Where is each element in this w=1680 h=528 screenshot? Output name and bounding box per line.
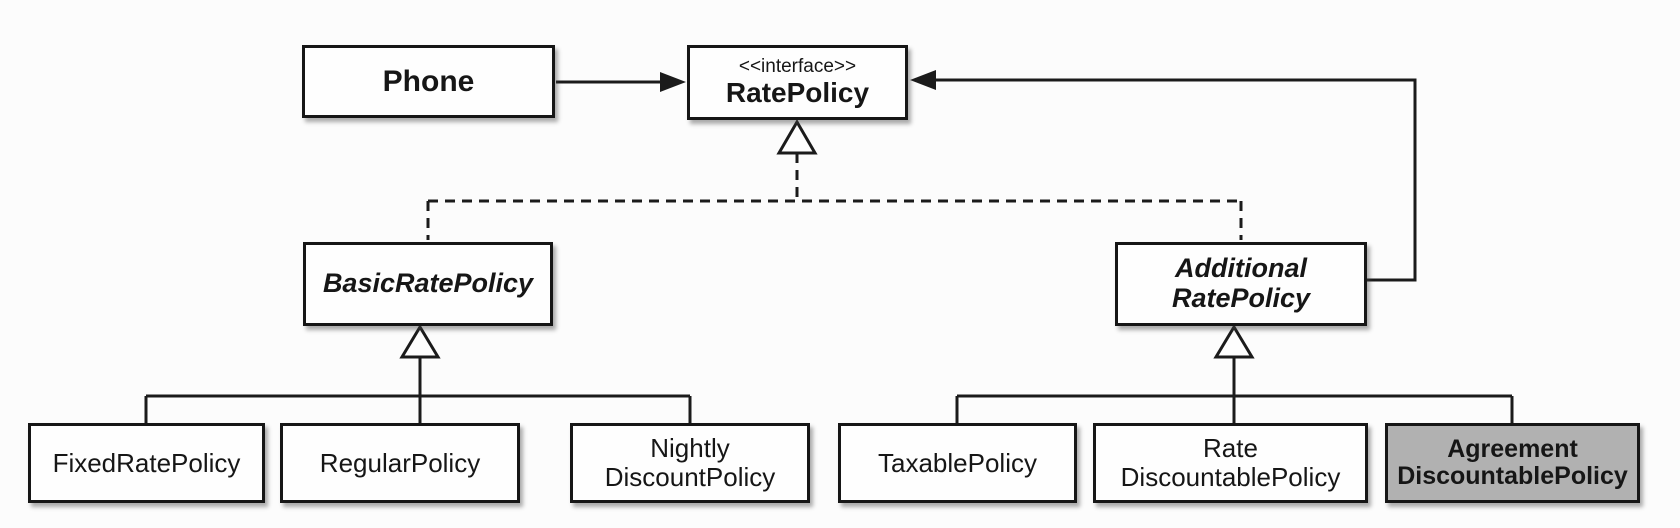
class-name-line2: RatePolicy bbox=[1171, 283, 1311, 313]
hollow-triangle-icon bbox=[1213, 324, 1255, 359]
class-name-line2: DiscountPolicy bbox=[604, 462, 776, 492]
solid-arrowhead-icon bbox=[910, 70, 936, 90]
class-name-line1: Rate bbox=[1203, 433, 1258, 464]
class-name-line2: DiscountablePolicy bbox=[1397, 462, 1628, 490]
interface-stereotype: <<interface>> bbox=[738, 55, 857, 77]
class-name-line2: DiscountablePolicy bbox=[1120, 462, 1341, 492]
class-box-regularpolicy: RegularPolicy bbox=[280, 423, 520, 503]
class-box-basicratepolicy: BasicRatePolicy bbox=[303, 242, 553, 326]
edge-generalization-right bbox=[955, 356, 1514, 423]
class-name: FixedRatePolicy bbox=[52, 447, 241, 478]
class-box-nightlydiscountpolicy: Nightly DiscountPolicy bbox=[570, 423, 810, 503]
edge-additionalratepolicy-to-ratepolicy bbox=[910, 70, 1417, 282]
solid-arrowhead-icon bbox=[660, 72, 686, 92]
class-box-ratepolicy: <<interface>> RatePolicy bbox=[687, 45, 908, 120]
class-name: RegularPolicy bbox=[319, 447, 481, 478]
hollow-triangle-icon bbox=[399, 324, 441, 359]
class-box-additionalratepolicy: Additional RatePolicy bbox=[1115, 242, 1367, 326]
edge-generalization-left bbox=[144, 356, 692, 423]
class-name-line1: Additional bbox=[1175, 253, 1307, 284]
class-name: Phone bbox=[382, 65, 475, 98]
class-name: BasicRatePolicy bbox=[322, 268, 534, 299]
class-box-agreementdiscountablepolicy: Agreement DiscountablePolicy bbox=[1385, 423, 1640, 503]
class-name-line1: Nightly bbox=[650, 433, 730, 464]
edge-phone-to-ratepolicy bbox=[556, 72, 686, 92]
hollow-triangle-icon bbox=[776, 119, 818, 155]
class-box-ratediscountablepolicy: Rate DiscountablePolicy bbox=[1093, 423, 1368, 503]
class-name: TaxablePolicy bbox=[878, 447, 1037, 478]
class-box-phone: Phone bbox=[302, 45, 555, 118]
class-box-taxablepolicy: TaxablePolicy bbox=[838, 423, 1077, 503]
class-name: RatePolicy bbox=[725, 76, 870, 108]
class-name-line1: Agreement bbox=[1447, 434, 1578, 463]
class-box-fixedratepolicy: FixedRatePolicy bbox=[28, 423, 265, 503]
edge-realization-dashed bbox=[426, 153, 1243, 240]
